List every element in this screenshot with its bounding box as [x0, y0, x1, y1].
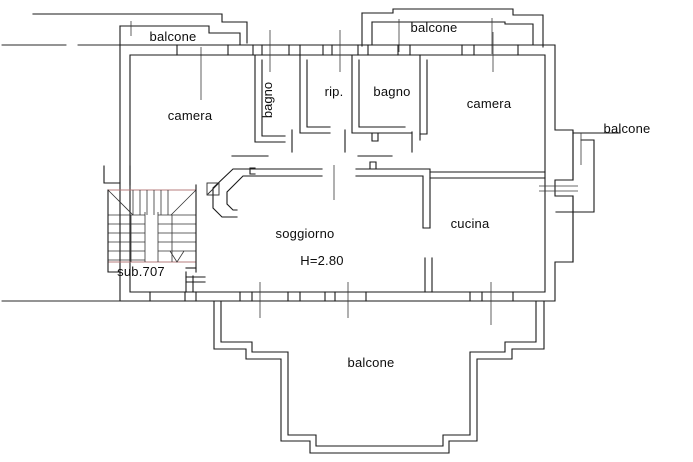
balcony-label-bottom: balcone	[348, 355, 395, 370]
building-outer-wall	[119, 44, 574, 302]
room-label-camera-left: camera	[168, 108, 213, 123]
balcone-bottom-outline	[213, 300, 545, 454]
subaltern-identifier: sub.707	[117, 264, 165, 279]
soggiorno-boundary-walls	[206, 161, 546, 293]
facade-openings-top	[176, 30, 519, 72]
balcone-right-outline	[539, 129, 621, 263]
room-label-bagno-left: bagno	[260, 82, 275, 118]
building-inner-wall	[129, 54, 546, 293]
balcony-labels: balcone balcone balcone balcone	[150, 20, 651, 370]
room-label-bagno-right: bagno	[373, 84, 410, 99]
balcony-label-top-right: balcone	[411, 20, 458, 35]
entry-landing-walls	[103, 165, 206, 293]
plan-annotations: H=2.80 sub.707	[117, 253, 343, 279]
ceiling-height-note: H=2.80	[300, 253, 343, 268]
room-label-camera-right: camera	[467, 96, 512, 111]
balcony-label-right: balcone	[604, 121, 651, 136]
balcone-top-right-outline	[361, 8, 544, 54]
room-label-ripostiglio: rip.	[325, 84, 344, 99]
balcony-label-top-left: balcone	[150, 29, 197, 44]
interior-walls-upper	[231, 54, 428, 157]
facade-openings-bottom	[149, 282, 514, 325]
room-label-cucina: cucina	[451, 216, 490, 231]
room-labels: camera bagno rip. bagno camera soggiorno…	[168, 82, 512, 241]
room-label-soggiorno: soggiorno	[276, 226, 335, 241]
staircase	[107, 184, 197, 273]
balcone-top-left-outline	[32, 13, 248, 100]
